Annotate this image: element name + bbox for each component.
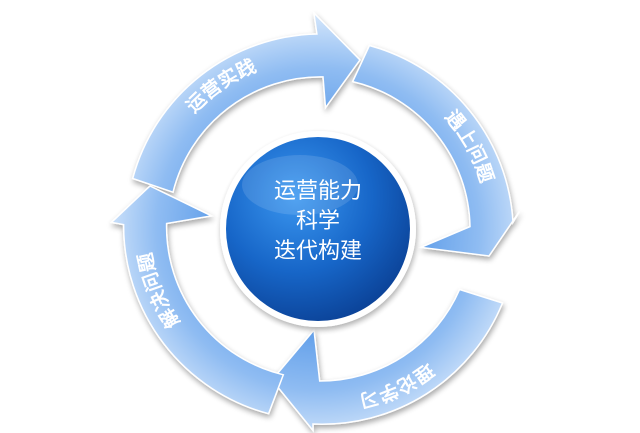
center-circle	[226, 137, 410, 321]
center-node: 运营能力 科学 迭代构建	[220, 131, 416, 327]
center-text-line-1: 运营能力	[274, 179, 362, 204]
cycle-arrows	[109, 10, 521, 433]
arrow-practice	[131, 10, 361, 194]
center-text-line-3: 迭代构建	[274, 239, 362, 264]
center-text-line-2: 科学	[296, 209, 340, 234]
arrow-problems	[351, 44, 521, 257]
arrow-theory	[271, 288, 504, 433]
arrow-solve	[109, 185, 285, 415]
